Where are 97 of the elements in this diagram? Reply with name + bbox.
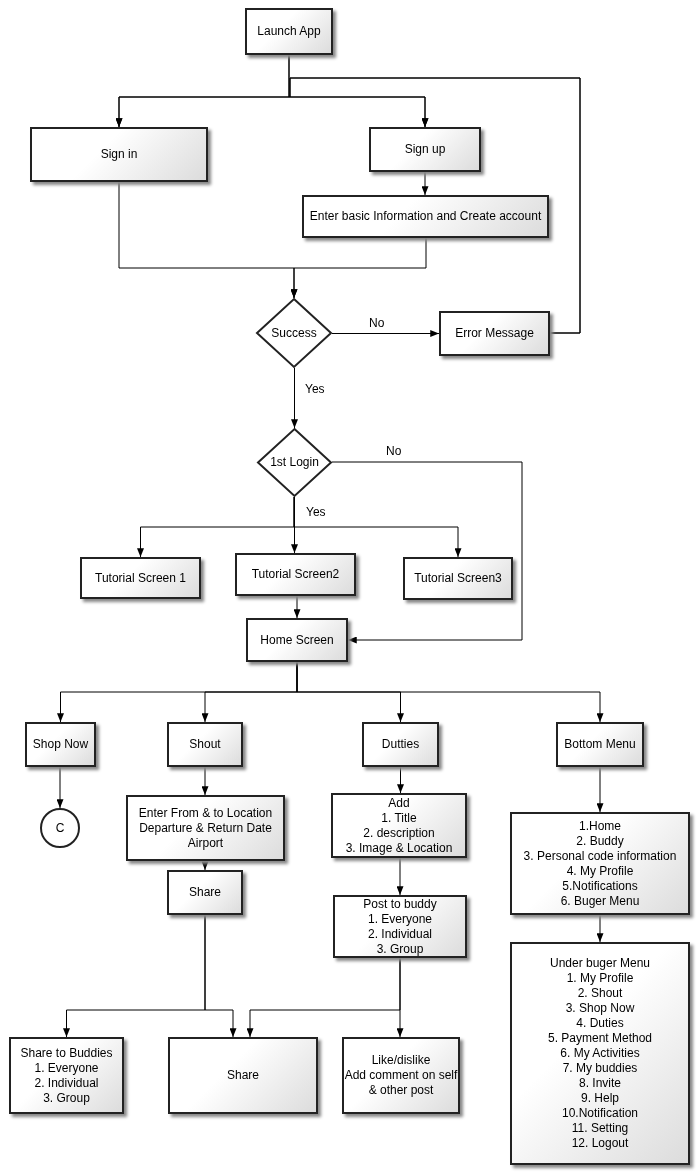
- arrow: [596, 766, 604, 813]
- node-text: 3. Shop Now: [565, 1001, 635, 1016]
- node-text: C: [55, 820, 65, 836]
- node-text: Post to buddy: [363, 896, 437, 912]
- arrow: [396, 957, 404, 1038]
- node-text: Add comment on self & other post: [344, 1068, 458, 1098]
- process-box: [168, 1037, 318, 1114]
- node-text: 4. Duties: [576, 1016, 624, 1031]
- process-box: [342, 1037, 460, 1114]
- node-text: 2. Shout: [577, 986, 623, 1001]
- arrow: [290, 237, 427, 299]
- edge-label: No: [367, 316, 387, 330]
- node-text: 1st Login: [270, 455, 319, 470]
- node-text: 1. Title: [381, 810, 417, 826]
- arrow: [296, 661, 604, 723]
- node-text: 10.Notification: [561, 1106, 638, 1121]
- arrow: [201, 766, 209, 796]
- node-text: 5. Payment Method: [547, 1031, 653, 1046]
- node-text: Shout: [189, 737, 221, 752]
- arrow: [201, 860, 209, 871]
- node-text: 12. Logout: [571, 1136, 629, 1151]
- process-box: [30, 127, 208, 182]
- process-box: [510, 942, 690, 1165]
- node-text: 1. Everyone: [367, 911, 432, 927]
- node-text: 7. My buddies: [562, 1061, 638, 1076]
- process-box: [25, 722, 96, 767]
- arrow: [204, 914, 237, 1038]
- process-box: [167, 870, 243, 915]
- node-text: 1.Home: [579, 818, 621, 834]
- node-text: Add: [388, 795, 410, 811]
- node-text: 5.Notifications: [562, 878, 638, 894]
- node-text: 1. Everyone: [34, 1060, 99, 1076]
- arrow: [331, 330, 440, 337]
- arrow: [421, 171, 429, 196]
- node-text: 2. description: [363, 825, 435, 841]
- node-text: 2. Buddy: [576, 833, 624, 849]
- node-text: Enter basic Information and Create account: [309, 209, 542, 224]
- node-text: 1. My Profile: [566, 971, 634, 986]
- node-text: Share: [227, 1068, 259, 1083]
- node-text: Sign in: [100, 147, 138, 162]
- node-text: 3. Group: [43, 1090, 90, 1106]
- node-text: Error Message: [455, 326, 534, 341]
- process-box: [9, 1037, 124, 1114]
- node-text: Tutorial Screen 1: [95, 570, 186, 586]
- node-text: 4. My Profile: [566, 863, 634, 879]
- node-text: 2. Individual: [367, 926, 432, 942]
- arrow: [293, 595, 301, 619]
- process-box: [331, 793, 467, 858]
- node-text: Share: [189, 885, 221, 900]
- node-text: Success: [271, 325, 317, 341]
- node-text: 3. Image & Location: [345, 840, 453, 856]
- node-text: Enter From & to Location Departure & Return Date Airport: [137, 805, 274, 851]
- process-box: [333, 895, 467, 958]
- process-box: [510, 812, 690, 915]
- node-text: 3. Personal code information: [523, 848, 677, 864]
- node-text: 2. Individual: [34, 1075, 99, 1091]
- process-box: [246, 618, 348, 662]
- node-text: 6. My Activities: [560, 1046, 640, 1061]
- node-text: Share to Buddies: [20, 1045, 113, 1061]
- process-box: [245, 8, 333, 55]
- edge-label: Yes: [303, 382, 327, 396]
- node-text: Dutties: [381, 737, 420, 752]
- process-box: [235, 553, 356, 596]
- process-box: [126, 795, 285, 861]
- process-box: [80, 557, 201, 599]
- node-text: Under buger Menu: [549, 956, 651, 971]
- node-text: Launch App: [257, 24, 321, 39]
- node-text: Shop Now: [32, 737, 89, 752]
- process-box: [167, 722, 243, 767]
- arrow: [331, 461, 523, 644]
- node-text: Tutorial Screen2: [251, 567, 340, 582]
- node-text: Tutorial Screen3: [414, 571, 502, 586]
- process-box: [369, 127, 481, 172]
- arrow: [289, 77, 581, 334]
- arrow: [293, 496, 462, 558]
- node-text: 8. Invite: [579, 1076, 621, 1091]
- edge-label: No: [384, 444, 404, 458]
- node-text: 6. Buger Menu: [560, 893, 640, 909]
- arrow: [56, 766, 64, 809]
- process-box: [403, 557, 513, 600]
- process-box: [556, 722, 644, 767]
- node-text: 3. Group: [376, 941, 424, 957]
- node-text: 9. Help: [581, 1091, 619, 1106]
- edge-label: Yes: [304, 505, 328, 519]
- arrow: [397, 766, 404, 794]
- node-text: Sign up: [404, 142, 446, 157]
- arrow: [291, 367, 298, 429]
- connector-circle: [40, 808, 80, 848]
- arrow: [396, 857, 404, 896]
- node-text: 11. Setting: [571, 1121, 629, 1136]
- process-box: [362, 722, 439, 767]
- process-box: [439, 311, 550, 356]
- process-box: [302, 195, 549, 238]
- arrow: [596, 914, 604, 943]
- node-text: Like/dislike: [371, 1053, 431, 1068]
- node-text: Home Screen: [260, 632, 334, 648]
- node-text: Bottom Menu: [564, 737, 636, 752]
